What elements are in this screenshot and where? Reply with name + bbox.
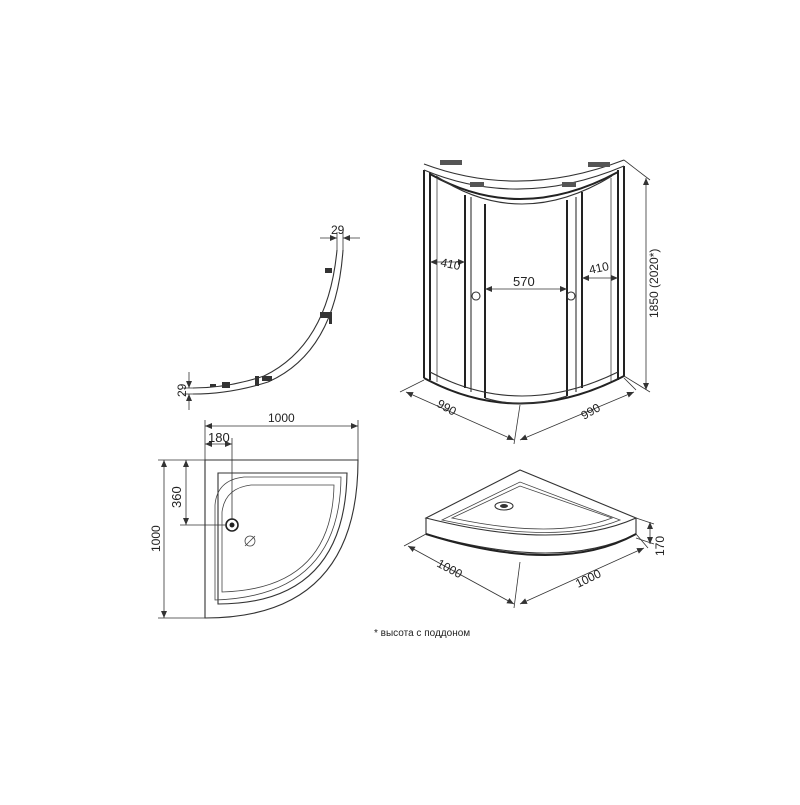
- drain-alt-icon: [244, 535, 256, 547]
- track-roller: [329, 312, 332, 324]
- top-roller: [470, 182, 484, 187]
- tray-basin-outline: [214, 476, 342, 601]
- base-left-label: 990: [435, 396, 460, 418]
- top-roller: [562, 182, 576, 187]
- tray-iso-view: 170 1000 1000: [403, 469, 667, 609]
- dim-tray-left-line: [407, 545, 515, 605]
- dim-tray-right-line: [519, 547, 645, 605]
- track-fitting: [222, 382, 230, 388]
- dim-base-right-line: [519, 391, 635, 441]
- track-outer-curve: [192, 249, 338, 389]
- dim-ext-line: [635, 533, 649, 549]
- track-side-width-label: 29: [175, 383, 189, 397]
- dim-ext-line: [513, 404, 521, 445]
- cabin-top-rail-front: [429, 171, 619, 200]
- drain-y-label: 360: [169, 486, 184, 508]
- cabin-top-rail-back: [423, 165, 625, 190]
- dim-ext-line: [513, 561, 521, 609]
- tray-iso-bottom-edge: [425, 533, 637, 556]
- cabin-height-label: 1850 (2020*): [647, 249, 661, 318]
- door-handle-left-icon: [471, 291, 481, 301]
- cabin-top-rail-back2: [423, 159, 625, 182]
- tray-rim-outline: [217, 472, 348, 605]
- dim-ext-line: [635, 517, 655, 525]
- drain-center: [229, 522, 235, 528]
- cabin-view: 410 570 410 1850 (2020*) 990 990: [399, 159, 661, 445]
- curved-track-view: 29 29: [175, 223, 360, 410]
- dim-ext-line: [623, 377, 637, 391]
- left-panel-label: 410: [439, 255, 462, 273]
- tray-depth-label: 1000: [149, 525, 163, 552]
- tray-width-label: 1000: [268, 411, 295, 425]
- top-fitting: [440, 160, 462, 165]
- base-right-label: 990: [579, 400, 604, 422]
- tray-iso-top: [424, 469, 638, 536]
- tray-outer-outline: [204, 459, 359, 619]
- top-fitting: [588, 162, 610, 167]
- tray-iso-rim: [440, 481, 622, 533]
- tray-width-right-label: 1000: [573, 566, 603, 590]
- track-roller: [255, 376, 259, 386]
- track-top-width-label: 29: [331, 223, 345, 237]
- right-panel-label: 410: [588, 259, 611, 277]
- tray-width-left-label: 1000: [435, 556, 465, 581]
- dim-ext-line: [403, 533, 427, 547]
- track-roller: [320, 312, 329, 318]
- tray-iso-basin: [450, 485, 614, 530]
- footnote: * высота с поддоном: [374, 628, 470, 639]
- track-fitting: [210, 384, 216, 387]
- tray-plan-view: 1000 180 360 1000: [149, 411, 359, 619]
- door-opening-label: 570: [513, 274, 535, 289]
- door-handle-right-icon: [566, 291, 576, 301]
- tray-iso-drain-center: [500, 504, 508, 508]
- dim-base-left-line: [405, 391, 515, 441]
- tray-basin-inner: [221, 484, 335, 593]
- track-inner-curve: [192, 249, 344, 395]
- dim-ext-line: [623, 159, 651, 181]
- track-fitting: [325, 268, 332, 273]
- drain-x-label: 180: [208, 430, 230, 445]
- drain-alt-cross: [244, 535, 256, 547]
- cabin-top-rail-front2: [435, 175, 613, 205]
- cabin-bottom-rail: [423, 375, 625, 405]
- dim-ext-line: [635, 537, 655, 545]
- tray-height-label: 170: [653, 536, 667, 556]
- dim-ext-line: [399, 379, 425, 393]
- tray-iso-drain-icon: [494, 501, 514, 511]
- track-roller: [262, 376, 272, 381]
